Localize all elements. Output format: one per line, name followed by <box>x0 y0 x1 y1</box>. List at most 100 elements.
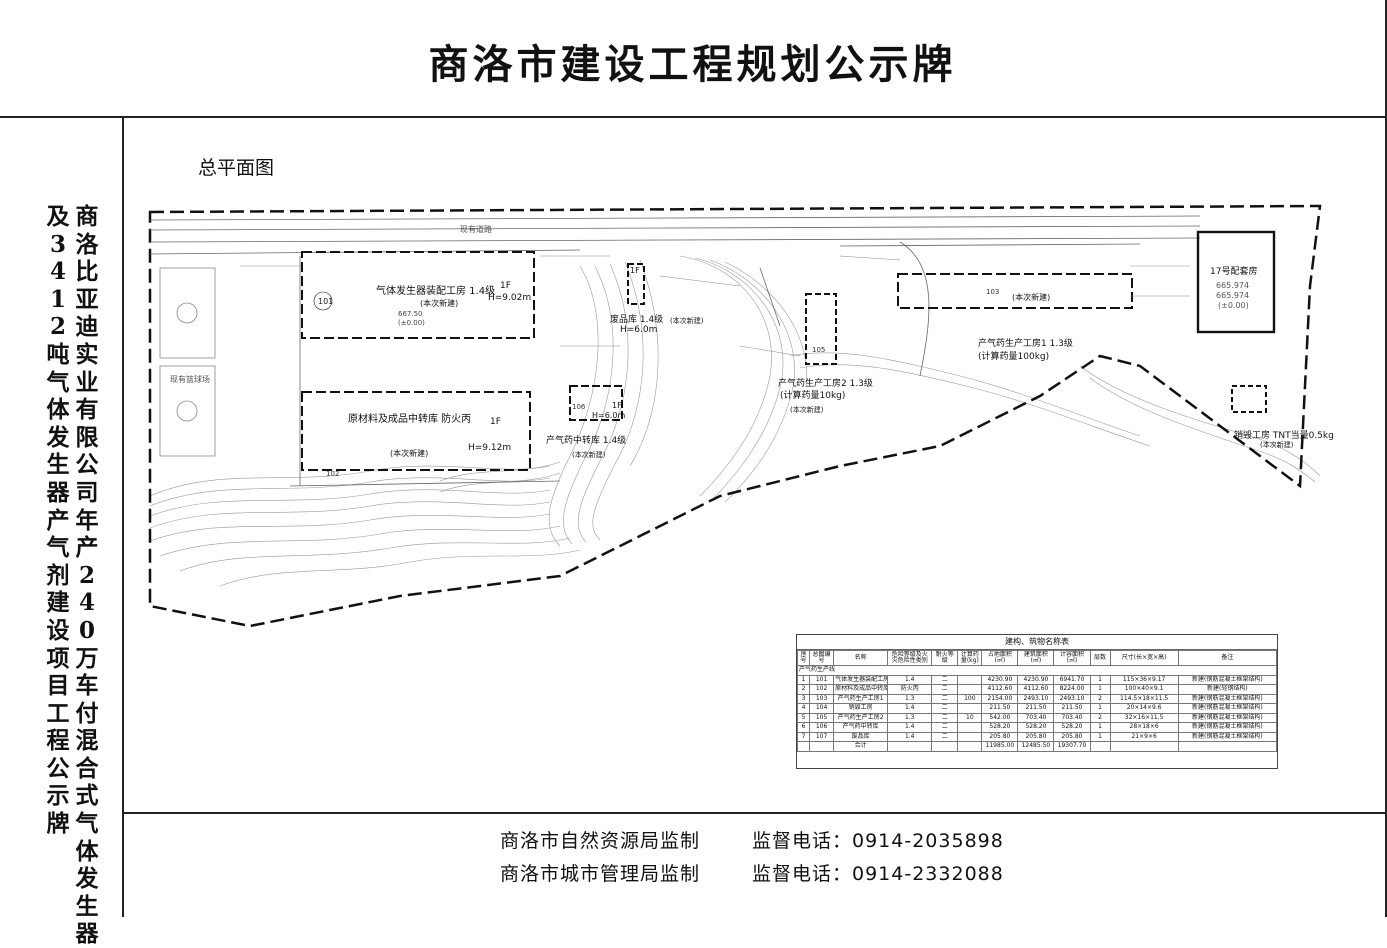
b105-name: 产气药生产工房2 1.3级 <box>778 377 873 389</box>
table-cell: 二 <box>931 731 959 742</box>
b101-elev: 667.50 <box>398 310 423 318</box>
table-cell: 新建(钢筋混凝土框架结构) <box>1177 731 1278 742</box>
table-cell: 新建(钢筋混凝土框架结构) <box>1177 722 1278 733</box>
b107-height: H=6.0m <box>620 325 657 335</box>
table-cell: 1 <box>1089 731 1111 742</box>
table-cell: 1 <box>1089 722 1111 733</box>
table-cell: 新建(轻钢结构) <box>1177 684 1278 695</box>
table-cell: 8224.00 <box>1053 684 1091 695</box>
table-cell <box>957 731 983 742</box>
table-cell: 二 <box>931 712 959 723</box>
b101-name: 气体发生器装配工房 1.4级 <box>376 284 495 297</box>
b101-sub: (本次新建) <box>420 298 458 308</box>
table-cell: 1.4 <box>887 731 933 742</box>
table-cell: 新建(钢筋混凝土框架结构) <box>1177 712 1278 723</box>
table-cell: 114.5×18×11.5 <box>1109 693 1179 704</box>
b103-name: 产气药生产工房1 1.3级 <box>978 337 1073 349</box>
table-cell <box>957 703 983 714</box>
table-cell: 销毁工房 <box>833 703 889 714</box>
b103-sub: (本次新建) <box>1012 292 1050 302</box>
table-cell: 205.80 <box>1053 731 1091 742</box>
table-cell: 3 <box>796 693 811 704</box>
table-cell: 211.50 <box>1053 703 1091 714</box>
table-total-cell: 11985.00 <box>981 741 1019 752</box>
table-cell: 4112.60 <box>981 684 1019 695</box>
table-header-cell: 序号 <box>796 650 811 666</box>
table-cell: 二 <box>931 674 959 685</box>
site-boundary <box>148 204 1322 628</box>
table-cell: 废品库 <box>833 731 889 742</box>
table-cell: 气体发生器装配工房 <box>833 674 889 685</box>
table-cell: 103 <box>809 693 835 704</box>
table-cell: 1.4 <box>887 703 933 714</box>
table-header-cell: 建筑面积(㎡) <box>1017 650 1055 666</box>
b103-calc: (计算药量100kg) <box>978 350 1049 362</box>
table-cell <box>957 684 983 695</box>
table-cell: 新建(钢筋混凝土框架结构) <box>1177 703 1278 714</box>
b17-elev2: 665.974 <box>1216 291 1249 300</box>
table-cell: 211.50 <box>981 703 1019 714</box>
table-cell: 5 <box>796 712 811 723</box>
b106-name: 产气药中转库 1.4级 <box>546 434 626 446</box>
table-cell: 115×36×9.17 <box>1109 674 1179 685</box>
table-title: 建构、筑物名称表 <box>797 635 1277 650</box>
b17-name: 17号配套房 <box>1210 265 1257 277</box>
table-total-cell <box>1089 741 1111 752</box>
table-cell: 4230.90 <box>1017 674 1055 685</box>
table-header-cell: 耐火等级 <box>931 650 959 666</box>
table-header-cell: 占地面积(㎡) <box>981 650 1019 666</box>
table-cell: 6 <box>796 722 811 733</box>
table-cell: 1.4 <box>887 722 933 733</box>
building-103: 103 (本次新建) 产气药生产工房1 1.3级 (计算药量100kg) <box>897 273 1133 362</box>
footer-divider <box>122 812 1385 814</box>
roads <box>149 215 1201 487</box>
site-annotations <box>240 255 1190 357</box>
b101-no: 101 <box>318 297 333 306</box>
footer-tel-1: 监督电话：0914-2035898 <box>752 830 1004 852</box>
table-cell: 1.3 <box>887 693 933 704</box>
table-cell: 新建(钢筋混凝土框架结构) <box>1177 674 1278 685</box>
b106-no: 106 <box>572 403 586 411</box>
footer-org-2: 商洛市城市管理局监制 <box>500 863 701 885</box>
signboard-frame <box>1385 0 1387 917</box>
page-title: 商洛市建设工程规划公示牌 <box>428 42 957 88</box>
table-cell: 7 <box>796 731 811 742</box>
table-cell: 102 <box>809 684 835 695</box>
table-cell: 211.50 <box>1017 703 1055 714</box>
table-cell: 1 <box>1089 684 1111 695</box>
basketball-courts <box>159 267 216 457</box>
table-total-cell <box>796 741 811 752</box>
b106-sub: (本次新建) <box>572 450 606 459</box>
table-cell: 528.20 <box>1017 722 1055 733</box>
table-cell: 703.40 <box>1053 712 1091 723</box>
table-cell: 2493.10 <box>1053 693 1091 704</box>
footer-line-2: 商洛市城市管理局监制 监督电话：0914-2332088 <box>500 859 1003 886</box>
table-cell: 原材料及成品中转库 <box>833 684 889 695</box>
b105-sub: (本次新建) <box>790 405 824 414</box>
table-total-cell <box>1177 741 1278 752</box>
table-cell: 2 <box>796 684 811 695</box>
b17-zero: (±0.00) <box>1218 301 1249 310</box>
table-total-cell <box>1109 741 1179 752</box>
table-cell <box>957 674 983 685</box>
table-header-cell: 计算药量(kg) <box>957 650 983 666</box>
footer-tel-2: 监督电话：0914-2332088 <box>752 863 1004 885</box>
table-header-cell: 尺寸(长×宽×高) <box>1109 650 1179 666</box>
b104-sub: (本次新建) <box>1260 440 1294 449</box>
table-group-label: 产气药生产线 <box>797 665 1277 676</box>
table-cell <box>957 722 983 733</box>
table-cell: 1.4 <box>887 674 933 685</box>
table-cell: 二 <box>931 722 959 733</box>
table-total-cell <box>957 741 983 752</box>
building-17: 17号配套房 665.974 665.974 (±0.00) <box>1196 230 1276 334</box>
b101-zero: (±0.00) <box>398 319 425 327</box>
table-cell: 产气药中转库 <box>833 722 889 733</box>
building-106: 1F H=6.0m 106 产气药中转库 1.4级 (本次新建) <box>546 385 626 459</box>
table-cell: 1 <box>1089 674 1111 685</box>
title-band: 商洛市建设工程规划公示牌 <box>0 0 1385 118</box>
table-cell: 100 <box>957 693 983 704</box>
